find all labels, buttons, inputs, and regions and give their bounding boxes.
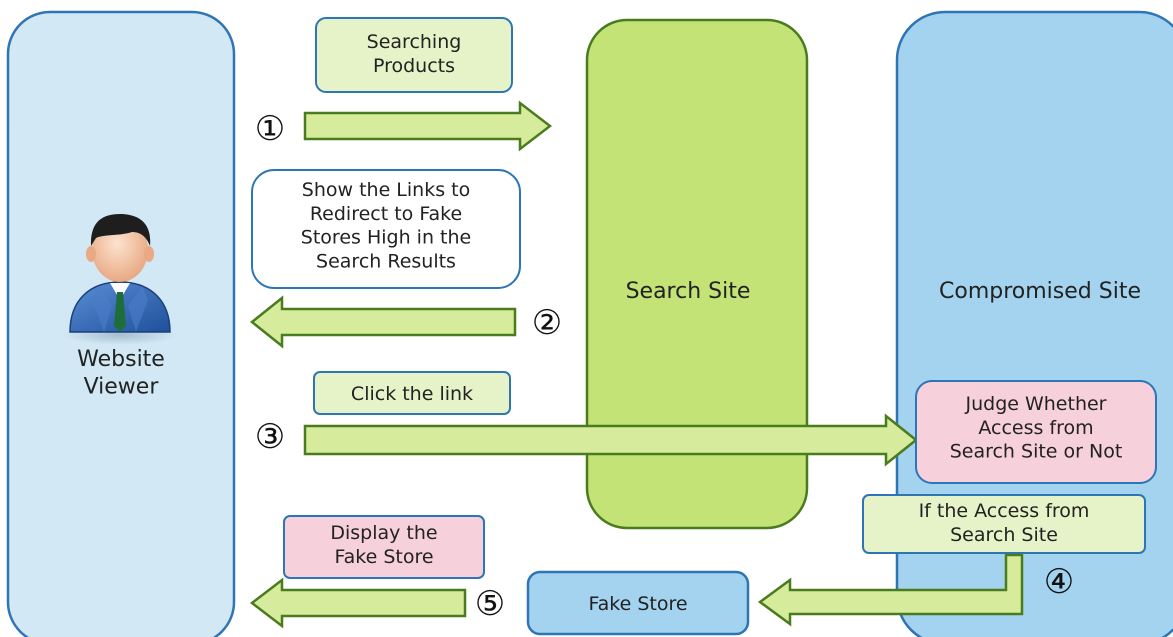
arrow-step-4 [757,553,1024,627]
person-icon [62,214,178,345]
click-link-note-text: Click the link [351,383,473,405]
arrow-step-2 [249,295,517,349]
search-site-label: Search Site [626,279,751,304]
judge-box [915,380,1157,484]
step-5-marker: ⑤ [475,584,505,624]
fake-store-label: Fake Store [588,593,687,615]
arrow-step-5 [249,577,467,629]
arrow-step-1 [303,100,553,152]
step-1-marker: ① [255,109,285,149]
click-link-note [313,371,511,415]
arrow-step-3 [303,413,919,467]
compromised-site-label: Compromised Site [939,279,1141,304]
display-note [283,515,485,579]
step-3-marker: ③ [255,417,285,457]
step-4-marker: ④ [1044,562,1074,602]
searching-note [315,17,513,93]
show-links-note [251,169,521,289]
search-site-panel [585,18,809,530]
if-access-note [862,494,1146,554]
fake-store-box [526,570,750,636]
step-2-marker: ② [532,303,562,343]
